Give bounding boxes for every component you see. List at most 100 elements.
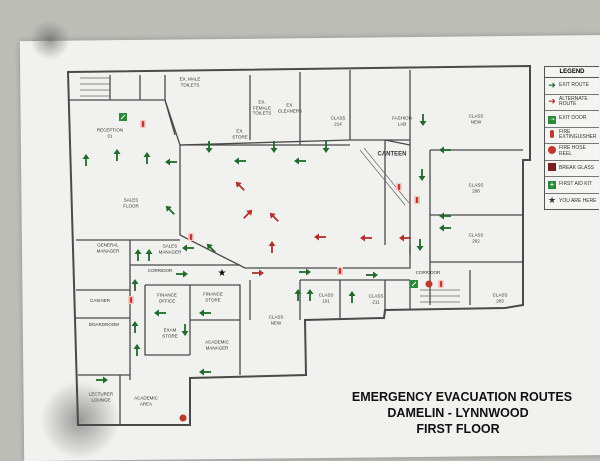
legend-label: EXIT ROUTE [559,82,589,88]
exit-route-arrow-icon [131,279,139,291]
campus-name: DAMELIN - LYNNWOOD [387,406,529,420]
fire-extinguisher-icon [337,267,343,275]
exit-route-arrow-icon [145,249,153,261]
room-label-cleaners: EX. CLEANERS [277,102,303,113]
room-label-academic-manager: ACADEMIC MANAGER [205,339,229,350]
legend-label: FIRST AID KIT [559,181,592,187]
exit-route-arrow-icon [439,146,451,154]
exit-door-icon: ⇢ [548,115,556,124]
room-label-class-211: CLASS 211 [368,293,384,304]
floor-plan: ★ [66,64,531,426]
wall-shadow [30,20,70,60]
fire-extinguisher-icon [438,280,444,288]
exit-route-arrow-icon [322,141,330,153]
floor-name: FIRST FLOOR [416,422,500,436]
svg-text:★: ★ [218,268,227,279]
exit-route-arrow-icon [165,158,177,166]
alternate-route-arrow-icon: ➜ [548,96,556,107]
room-label-male-toilets: EX. MALE TOILETS [179,76,201,87]
exit-route-arrow-icon: ➜ [548,79,556,90]
fire-extinguisher-icon [140,120,146,128]
exit-route-arrow-icon [206,243,216,253]
legend-label: ALTERNATE ROUTE [559,95,588,108]
exit-route-arrow-icon [182,244,194,252]
legend-item: +FIRST AID KIT [545,177,599,194]
room-label-sales-manager: SALES MANAGER [158,243,182,254]
legend-item: FIRE HOSE REEL [545,144,599,161]
room-label-lecturer-lounge: LECTURER LOUNGE [88,391,114,402]
room-label-boardroom: BOARDROOM [88,322,120,328]
legend-item: BREAK GLASS [545,161,599,177]
exit-route-arrow-icon [294,289,302,301]
room-label-corridor-east: CORRIDOR [415,270,441,276]
legend-label: FIRE HOSE REEL [559,145,586,157]
map-title: EMERGENCY EVACUATION ROUTES [351,390,573,404]
exit-door-icon [119,113,127,121]
alternate-route-arrow-icon [399,234,411,242]
wall-shadow [40,380,120,460]
legend-item: ➜ALTERNATE ROUTE [545,95,599,111]
room-label-class-new-north: CLASS NEW [468,113,484,124]
room-label-class-202: CLASS 202 [468,232,484,243]
exit-route-arrow-icon [419,114,427,126]
exit-route-arrow-icon [154,309,166,317]
exit-route-arrow-icon [199,368,211,376]
room-label-canteen: CANTEEN [377,151,407,158]
exit-route-arrow-icon [366,271,378,279]
exit-route-arrow-icon [270,141,278,153]
fire-hose-reel-icon [545,146,559,157]
legend-label: EXIT DOOR [559,115,587,121]
fire-extinguisher-icon [396,183,402,191]
legend-label: BREAK GLASS [559,164,595,171]
exit-route-arrow-icon [165,205,175,215]
exit-route-arrow-icon [205,141,213,153]
exit-route-arrow-icon [416,239,424,251]
legend-item: FIRE EXTINGUISHER [545,128,599,144]
legend: LEGEND ➜EXIT ROUTE ➜ALTERNATE ROUTE ⇢EXI… [544,66,599,210]
exit-route-arrow-icon [181,324,189,336]
exit-route-arrow-icon [418,169,426,181]
break-glass-icon [545,162,559,174]
you-are-here-star-icon: ★ [547,195,557,206]
exit-route-arrow-icon [299,268,311,276]
exit-route-arrow-icon [348,291,356,303]
first-aid-kit-icon: + [548,179,556,189]
fire-hose-reel-icon [425,280,433,288]
room-label-store: EX. STORE [232,128,248,139]
room-label-corridor-west: CORRIDOR [147,268,173,274]
room-label-finance-office: FINANCE OFFICE [157,292,177,303]
room-label-fashion-lab: FASHION LAB [392,115,412,126]
alternate-route-arrow-icon [360,234,372,242]
legend-item: ★YOU ARE HERE [545,194,599,210]
exit-route-arrow-icon [199,309,211,317]
room-label-class-203: CLASS 203 [492,292,508,303]
fire-extinguisher-icon [545,129,559,141]
room-label-exam-store: EXAM STORE [162,327,178,338]
alternate-route-arrow-icon [243,209,253,219]
exit-door-icon [410,280,418,288]
legend-item: ➜EXIT ROUTE [545,78,599,95]
exit-route-arrow-icon [294,157,306,165]
exit-route-arrow-icon [113,149,121,161]
you-are-here-star-icon: ★ [218,268,227,279]
exit-route-arrow-icon [306,289,314,301]
exit-route-arrow-icon [143,152,151,164]
exit-route-arrow-icon [131,321,139,333]
legend-item: ⇢EXIT DOOR [545,111,599,128]
exit-route-arrow-icon [234,157,246,165]
room-label-class-new-south: CLASS NEW [268,314,284,325]
alternate-route-arrow-icon [268,241,276,253]
alternate-route-arrow-icon [269,212,279,222]
legend-label: FIRE EXTINGUISHER [559,128,597,141]
exit-route-arrow-icon [133,344,141,356]
alternate-route-arrow-icon [235,181,245,191]
exit-route-arrow-icon [96,376,108,384]
room-label-class-214: CLASS 214 [330,115,346,126]
room-label-academic-area: ACADEMIC AREA [134,395,158,406]
room-label-reception: RECEPTION 01 [96,127,124,138]
room-label-general-manager: GENERAL MANAGER [96,242,120,253]
legend-heading: LEGEND [545,67,599,78]
legend-label: YOU ARE HERE [559,197,597,204]
exit-route-arrow-icon [82,154,90,166]
exit-route-arrow-icon [134,249,142,261]
